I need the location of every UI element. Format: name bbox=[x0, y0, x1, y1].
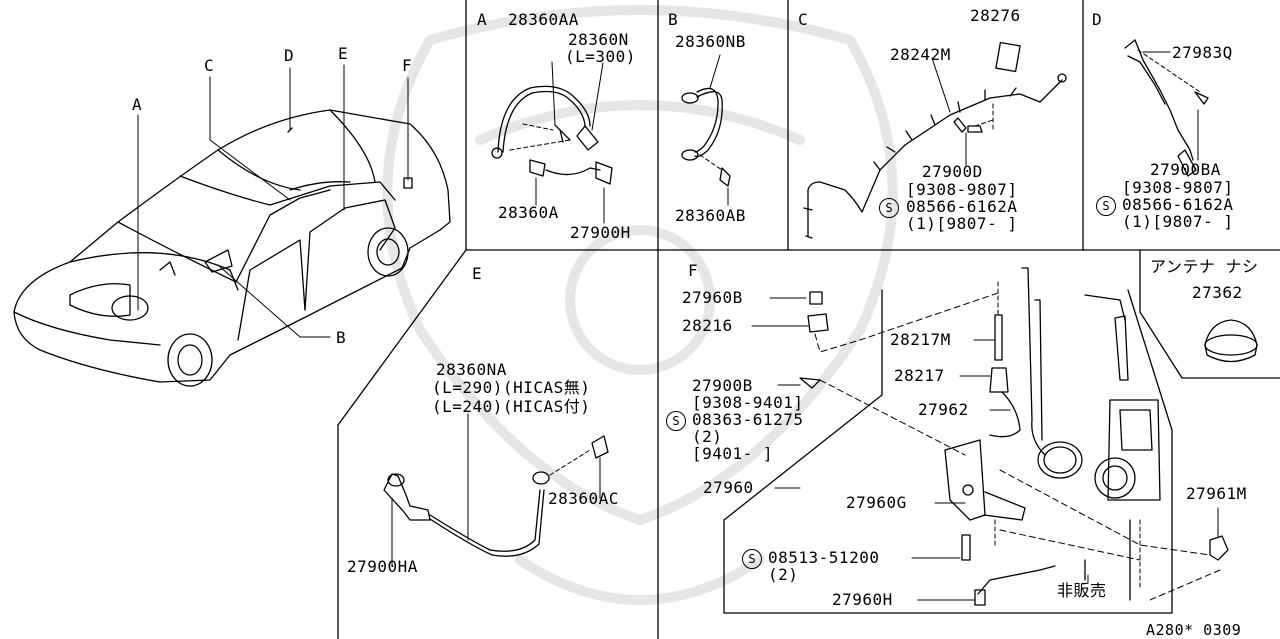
part-27900D: 27900D bbox=[922, 162, 983, 181]
not-for-sale-label: 非販売 bbox=[1057, 581, 1107, 600]
callout-d: D bbox=[284, 46, 294, 65]
part-08566-6162A-c: 08566-6162A bbox=[906, 197, 1018, 216]
section-b-letter: B bbox=[668, 10, 678, 29]
part-28360NA: 28360NA bbox=[436, 360, 507, 379]
part-27962: 27962 bbox=[918, 400, 969, 419]
part-28360NA-l290: (L=290)(HICAS無) bbox=[432, 378, 591, 397]
part-08566-6162A-d: 08566-6162A bbox=[1122, 195, 1234, 214]
part-08363-qty: (2) bbox=[692, 427, 723, 446]
car-callout-lines bbox=[137, 64, 409, 338]
section-e-drawing bbox=[383, 413, 609, 567]
part-27960: 27960 bbox=[703, 478, 754, 497]
callout-f: F bbox=[402, 56, 412, 75]
s-symbol-c: S bbox=[879, 198, 899, 218]
part-08363-date: [9401- ] bbox=[692, 444, 774, 463]
part-27900B-date: [9308-9401] bbox=[692, 393, 804, 412]
diagram-code: A280* 0309 bbox=[1146, 621, 1242, 639]
part-27960G: 27960G bbox=[846, 493, 907, 512]
s-symbol-f1: S bbox=[666, 411, 686, 431]
section-f-letter: F bbox=[688, 261, 698, 280]
part-qty-c: (1)[9807- ] bbox=[906, 214, 1018, 233]
part-27362: 27362 bbox=[1192, 283, 1243, 302]
section-b-drawing bbox=[681, 54, 731, 206]
part-28360N: 28360N bbox=[568, 30, 629, 49]
panel-borders bbox=[337, 0, 1280, 639]
part-27900D-date: [9308-9807] bbox=[906, 180, 1018, 199]
part-27900H: 27900H bbox=[570, 223, 631, 242]
part-28360N-length: (L=300) bbox=[565, 47, 636, 66]
watermark-crest bbox=[382, 5, 898, 605]
car-body bbox=[13, 109, 451, 387]
part-28360NA-l240: (L=240)(HICAS付) bbox=[432, 397, 591, 416]
part-28242M: 28242M bbox=[890, 45, 951, 64]
part-27900BA-date: [9308-9807] bbox=[1122, 178, 1234, 197]
section-a-drawing bbox=[491, 61, 613, 224]
part-27961M: 27961M bbox=[1186, 484, 1247, 503]
part-27900HA: 27900HA bbox=[347, 557, 418, 576]
s-symbol-f2: S bbox=[742, 549, 762, 569]
section-a-letter: A bbox=[477, 10, 487, 29]
section-e-letter: E bbox=[472, 264, 482, 283]
part-27900BA: 27900BA bbox=[1150, 160, 1221, 179]
part-27900B: 27900B bbox=[692, 376, 753, 395]
part-28216: 28216 bbox=[682, 316, 733, 335]
part-27960B: 27960B bbox=[682, 288, 743, 307]
part-27983Q: 27983Q bbox=[1172, 43, 1233, 62]
part-28217: 28217 bbox=[894, 366, 945, 385]
part-28360AC: 28360AC bbox=[548, 489, 619, 508]
antenna-cap-drawing bbox=[1204, 319, 1258, 363]
part-27960H: 27960H bbox=[832, 590, 893, 609]
part-08513-51200: 08513-51200 bbox=[768, 548, 880, 567]
part-28276: 28276 bbox=[970, 6, 1021, 25]
section-c-letter: C bbox=[798, 10, 808, 29]
section-f-drawing bbox=[723, 267, 1229, 614]
part-08363-61275: 08363-61275 bbox=[692, 410, 804, 429]
part-28217M: 28217M bbox=[890, 330, 951, 349]
part-08513-qty: (2) bbox=[768, 565, 799, 584]
section-c-drawing bbox=[803, 41, 1067, 239]
callout-e: E bbox=[338, 44, 348, 63]
part-28360A: 28360A bbox=[498, 203, 559, 222]
part-qty-d: (1)[9807- ] bbox=[1122, 212, 1234, 231]
part-28360NB: 28360NB bbox=[675, 32, 746, 51]
callout-c: C bbox=[204, 56, 214, 75]
part-28360AA: 28360AA bbox=[508, 10, 579, 29]
callout-b: B bbox=[336, 328, 346, 347]
callout-a: A bbox=[132, 95, 142, 114]
section-d-drawing bbox=[1124, 39, 1209, 177]
part-28360AB: 28360AB bbox=[675, 206, 746, 225]
s-symbol-d: S bbox=[1096, 196, 1116, 216]
antenna-none-title: アンテナ ナシ bbox=[1150, 257, 1259, 276]
section-d-letter: D bbox=[1092, 10, 1102, 29]
